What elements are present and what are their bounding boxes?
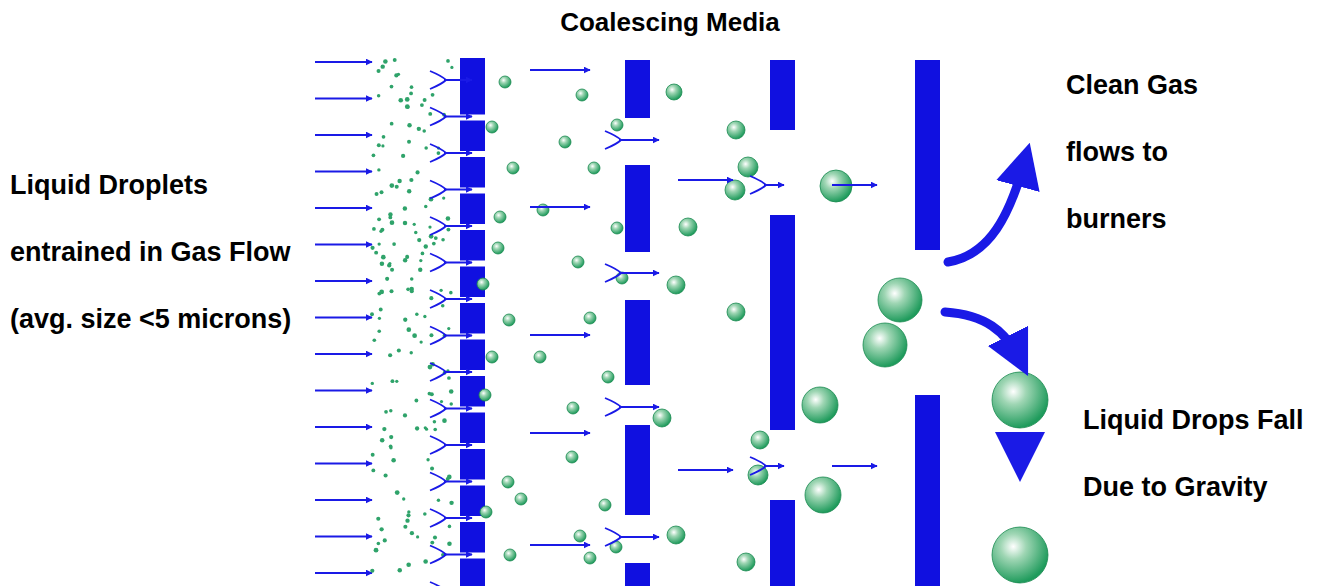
inlet-note: Liquid Droplets entrained in Gas Flow (a… xyxy=(10,152,312,353)
title: Coalescing Media xyxy=(520,6,820,38)
drain-note: Liquid Drops Fall Due to Gravity xyxy=(1083,387,1308,521)
coalescing-media xyxy=(625,60,940,586)
clean-gas-arrow xyxy=(948,160,1025,262)
gas-flow-arrows xyxy=(315,62,372,573)
fall-arrow xyxy=(1015,432,1025,462)
flow-lines xyxy=(430,70,877,586)
fine-droplets xyxy=(370,58,454,573)
outlet-note: Clean Gas flows to burners xyxy=(1066,52,1266,253)
coalesced-droplets xyxy=(477,76,1048,583)
first-media-layer xyxy=(460,58,485,586)
drain-arrow xyxy=(945,312,1020,360)
